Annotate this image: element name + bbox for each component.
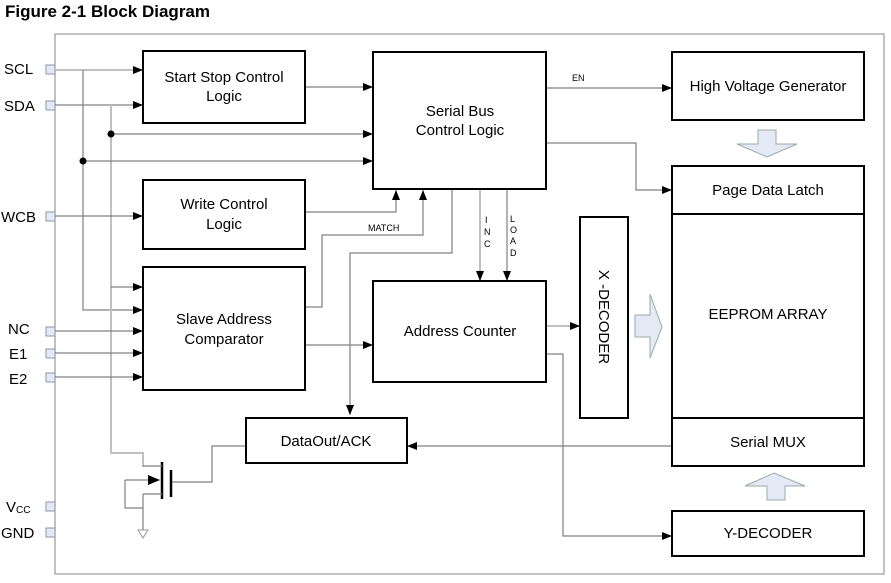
block-serial-bus-control: Serial Bus Control Logic — [372, 51, 547, 190]
xdec-to-array-arrow-icon — [634, 293, 663, 359]
wire-serial-to-latch — [546, 142, 672, 194]
pin-label: VCC — [6, 499, 30, 516]
pin-e1: E1 — [9, 346, 56, 363]
signal-char: D — [510, 248, 517, 258]
wire-write-to-serial — [305, 190, 400, 213]
serial-mux-label: Serial MUX — [730, 434, 806, 451]
junction-dot — [107, 130, 115, 138]
block-label: Y-DECODER — [724, 525, 813, 542]
pin-label: E1 — [9, 346, 27, 363]
signal-char: C — [484, 239, 491, 249]
block-x-decoder: X -DECODER — [579, 216, 629, 419]
wire-counter-to-ydec — [546, 353, 672, 540]
pin-label: E2 — [9, 371, 27, 388]
signal-en-label: EN — [572, 73, 585, 83]
wire-scl-bus — [82, 70, 143, 314]
pin-pad — [45, 348, 56, 359]
block-label: High Voltage Generator — [690, 78, 847, 95]
wire-match — [305, 190, 427, 308]
signal-char: L — [510, 214, 515, 224]
page-data-latch-label: Page Data Latch — [712, 182, 824, 199]
pin-pad — [45, 64, 56, 75]
pin-label: SCL — [4, 61, 33, 78]
ground-icon — [137, 529, 149, 539]
pin-pad — [45, 527, 56, 538]
block-label: Serial Bus — [426, 103, 494, 120]
hv-to-latch-arrow-icon — [736, 129, 798, 158]
wire-sda-bus — [110, 105, 144, 467]
block-label: Address Counter — [404, 323, 517, 340]
block-label: DataOut/ACK — [281, 433, 372, 450]
junction-dot — [79, 157, 87, 165]
figure-title: Figure 2-1 Block Diagram — [5, 2, 211, 21]
wires — [55, 66, 672, 540]
wire-dataout-to-gate — [172, 445, 246, 483]
chip-outline — [54, 33, 885, 575]
block-label: Control Logic — [416, 122, 505, 139]
signal-char: I — [485, 215, 488, 225]
block-start-stop-control: Start Stop Control Logic — [142, 50, 306, 124]
signal-char: A — [510, 236, 516, 246]
pin-pad — [45, 100, 56, 111]
pin-gnd: GND — [1, 525, 56, 542]
signal-char: O — [510, 225, 517, 235]
pin-label: GND — [1, 525, 35, 542]
pin-scl: SCL — [4, 61, 56, 78]
ydec-to-mux-arrow-icon — [744, 472, 806, 501]
block-label: Slave Address — [176, 311, 272, 328]
block-address-counter: Address Counter — [372, 280, 547, 383]
signal-inc-label: I N C — [484, 215, 491, 249]
pin-e2: E2 — [9, 371, 56, 388]
block-label: X -DECODER — [595, 270, 612, 364]
wire-serial-to-dataout — [346, 190, 453, 415]
pin-pad — [45, 372, 56, 383]
pin-label: NC — [8, 321, 30, 338]
pin-label: WCB — [1, 209, 36, 226]
block-label: Write Control — [180, 196, 267, 213]
block-label: Start Stop Control — [164, 69, 283, 86]
pin-vcc: VCC — [6, 499, 56, 516]
block-high-voltage-generator: High Voltage Generator — [671, 51, 865, 121]
signal-char: N — [484, 227, 491, 237]
block-eeprom: Page Data Latch EEPROM ARRAY Serial MUX — [671, 165, 865, 467]
block-label: Logic — [206, 88, 242, 105]
pin-wcb: WCB — [1, 209, 56, 226]
pin-sda: SDA — [4, 98, 56, 115]
signal-match-label: MATCH — [368, 223, 399, 233]
block-slave-address-comparator: Slave Address Comparator — [142, 266, 306, 391]
block-label: Comparator — [184, 331, 263, 348]
eeprom-array-label: EEPROM ARRAY — [709, 306, 828, 323]
block-y-decoder: Y-DECODER — [671, 510, 865, 557]
nmos-transistor-icon — [124, 462, 173, 539]
signal-load-label: L O A D — [510, 214, 517, 258]
pin-pad — [45, 211, 56, 222]
block-label: Logic — [206, 216, 242, 233]
pin-pad — [45, 326, 56, 337]
pin-nc: NC — [8, 321, 56, 338]
pin-pad — [45, 501, 56, 512]
block-write-control: Write Control Logic — [142, 179, 306, 250]
block-dataout-ack: DataOut/ACK — [245, 417, 408, 464]
pin-label: SDA — [4, 98, 35, 115]
